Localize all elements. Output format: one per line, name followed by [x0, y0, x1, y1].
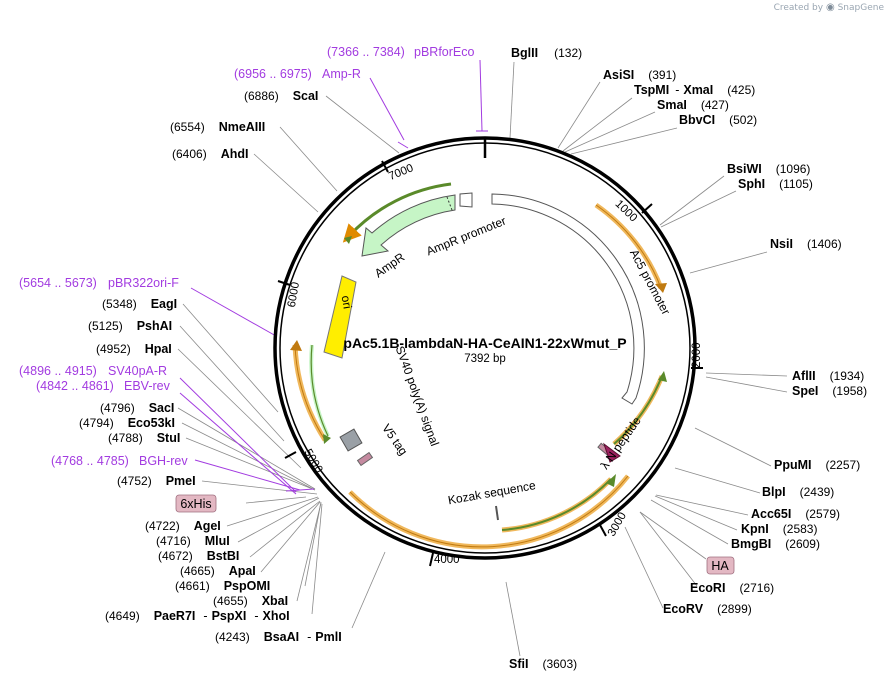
enzyme-saci[interactable]: (4796)SacI [100, 401, 174, 415]
tag-6xhis-label: 6xHis [180, 497, 211, 511]
enzyme-acc65i[interactable]: Acc65I(2579) [751, 507, 840, 521]
enzyme-smai[interactable]: SmaI(427) [657, 98, 729, 112]
enzyme-eagi[interactable]: (5348)EagI [102, 297, 177, 311]
enzyme-pshai[interactable]: (5125)PshAI [88, 319, 172, 333]
enzyme-ecori[interactable]: EcoRI(2716) [690, 581, 774, 595]
enzyme-bbvci[interactable]: BbvCI(502) [679, 113, 757, 127]
enzyme-agei[interactable]: (4722)AgeI [145, 519, 221, 533]
enzyme-tspmi-xmai[interactable]: TspMI-XmaI(425) [634, 83, 755, 97]
enzyme-blpi[interactable]: BlpI(2439) [762, 485, 834, 499]
v5-tag-label: V5 tag [379, 421, 410, 457]
primer-name-pbr322ori[interactable]: pBR322ori-F [108, 276, 179, 290]
primer-name-sv40pa[interactable]: SV40pA-R [108, 364, 167, 378]
tag-6xhis-box[interactable] [175, 494, 217, 513]
plasmid-name: pAc5.1B-lambdaN-HA-CeAIN1-22xWmut_P [343, 335, 626, 351]
v5-tag-block[interactable] [356, 451, 374, 467]
plasmid-length: 7392 bp [464, 353, 506, 365]
primer-name-bghrev[interactable]: BGH-rev [139, 454, 188, 468]
enzyme-sphi[interactable]: SphI(1105) [738, 177, 813, 191]
ac5-promoter-arc[interactable] [491, 193, 645, 405]
enzyme-leader-lines [177, 61, 788, 657]
sv40-polya-block[interactable] [339, 428, 363, 452]
ampr-arc[interactable] [361, 194, 456, 257]
orf-arcs [292, 182, 665, 550]
enzyme-apai[interactable]: (4665)ApaI [180, 564, 256, 578]
ampr-promoter-label: AmpR promoter [424, 214, 508, 259]
enzyme-paer7i-pspxi-xhoi[interactable]: (4649)PaeR7I-PspXI-XhoI [105, 609, 290, 623]
enzyme-pspomi[interactable]: (4661)PspOMI [175, 579, 270, 593]
snapgene-brand: Created by ◉ SnapGene [774, 2, 884, 13]
enzyme-spei[interactable]: SpeI(1958) [792, 384, 867, 398]
kozak-sequence-label: Kozak sequence [447, 478, 537, 507]
ampr-promoter-arc[interactable] [459, 192, 473, 208]
enzyme-bsaai-pmli[interactable]: (4243)BsaAI-PmlI [215, 630, 342, 644]
primer-range-ebvrev: (4842 .. 4861) [36, 379, 114, 393]
enzyme-bglii[interactable]: BglII(132) [511, 46, 582, 60]
tick-2000: 2000 [691, 342, 703, 368]
enzyme-nsii[interactable]: NsiI(1406) [770, 237, 842, 251]
ori-label: ori [339, 294, 355, 310]
tick-3000: 3000 [606, 510, 629, 538]
ampr-label: AmpR [372, 250, 408, 281]
enzyme-aflii[interactable]: AflII(1934) [792, 369, 864, 383]
enzyme-bsiwi[interactable]: BsiWI(1096) [727, 162, 810, 176]
enzyme-scai[interactable]: (6886)ScaI [244, 89, 318, 103]
enzyme-asisi[interactable]: AsiSI(391) [603, 68, 676, 82]
primer-range-ampr: (6956 .. 6975) [234, 67, 312, 81]
enzyme-xbai[interactable]: (4655)XbaI [213, 594, 288, 608]
primer-leader-lines [179, 59, 488, 495]
enzyme-eco53ki[interactable]: (4794)Eco53kI [79, 416, 175, 430]
primer-name-pbrforeco[interactable]: pBRforEco [414, 45, 474, 59]
tick-4000: 4000 [434, 554, 460, 566]
enzyme-stui[interactable]: (4788)StuI [108, 431, 180, 445]
tick-5000: 5000 [301, 447, 324, 475]
enzyme-nmeaiii[interactable]: (6554)NmeAIII [170, 120, 265, 134]
enzyme-ahdi[interactable]: (6406)AhdI [172, 147, 248, 161]
primer-range-bghrev: (4768 .. 4785) [51, 454, 129, 468]
enzyme-kpni[interactable]: KpnI(2583) [741, 522, 817, 536]
enzyme-ecorv[interactable]: EcoRV(2899) [663, 602, 752, 616]
primer-name-ebvrev[interactable]: EBV-rev [124, 379, 171, 393]
scale-ticks [277, 160, 703, 567]
enzyme-ppumi[interactable]: PpuMI(2257) [774, 458, 860, 472]
primer-range-sv40pa: (4896 .. 4915) [19, 364, 97, 378]
primer-range-pbrforeco: (7366 .. 7384) [327, 45, 405, 59]
enzyme-bmgbi[interactable]: BmgBI(2609) [731, 537, 820, 551]
enzyme-mlui[interactable]: (4716)MluI [156, 534, 230, 548]
enzyme-hpai[interactable]: (4952)HpaI [96, 342, 172, 356]
ori-arc[interactable] [323, 275, 357, 359]
tag-ha-label: HA [711, 559, 729, 573]
enzyme-bstbi[interactable]: (4672)BstBI [158, 549, 239, 563]
sv40-polya-label: SV40 poly(A) signal [393, 344, 442, 448]
tag-ha-box[interactable] [706, 556, 735, 575]
enzyme-sfii[interactable]: SfiI(3603) [509, 657, 577, 671]
brand-name: SnapGene [837, 3, 884, 13]
lambda-n-peptide-block[interactable] [603, 442, 621, 463]
tick-6000: 6000 [286, 281, 302, 308]
enzyme-pmei[interactable]: (4752)PmeI [117, 474, 196, 488]
snapgene-logo-icon: ◉ [825, 2, 835, 13]
brand-created-by: Created by [773, 3, 824, 13]
primer-range-pbr322ori: (5654 .. 5673) [19, 276, 97, 290]
lambda-n-peptide-label: λ N peptide [598, 414, 644, 472]
kozak-mark [495, 505, 499, 521]
primer-name-ampr[interactable]: Amp-R [322, 67, 361, 81]
